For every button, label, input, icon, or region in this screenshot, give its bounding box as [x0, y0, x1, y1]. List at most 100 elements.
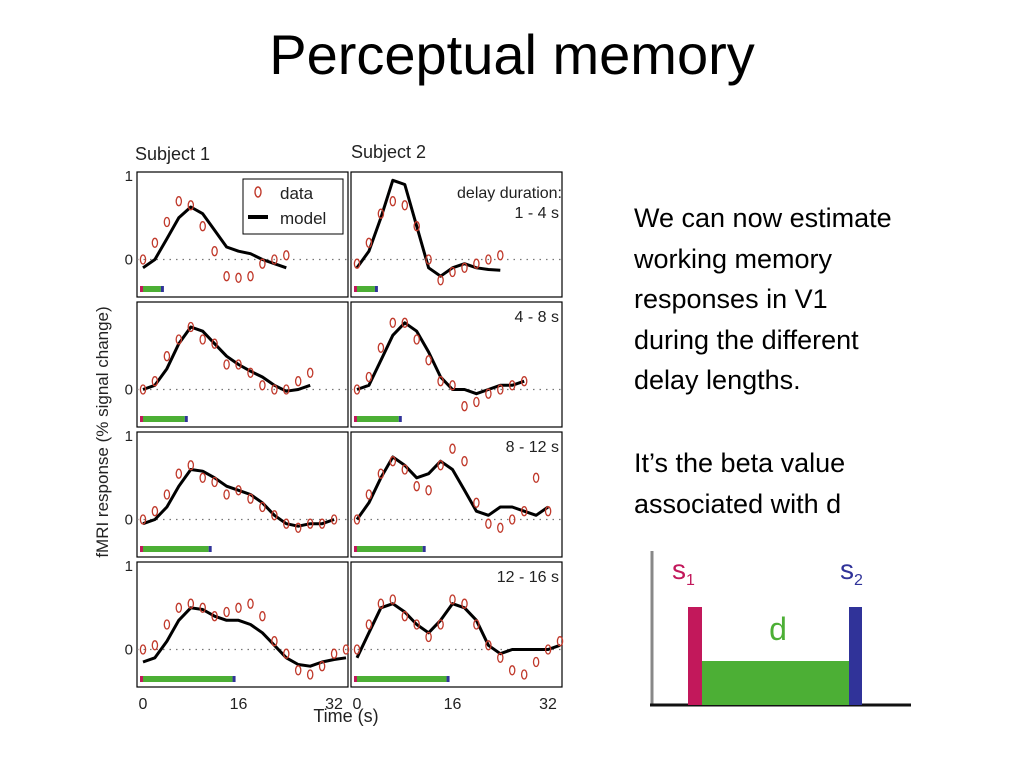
delay-label: 4 - 8 s	[515, 309, 559, 326]
panel-frame	[350, 301, 563, 428]
data-point	[389, 317, 397, 328]
stim2-marker	[184, 416, 188, 422]
data-point	[544, 506, 552, 517]
data-point	[211, 476, 218, 488]
data-point	[163, 619, 171, 630]
stim2-marker	[208, 546, 212, 552]
data-point	[294, 522, 302, 533]
data-point	[271, 254, 278, 265]
delay-marker	[143, 546, 209, 552]
data-point	[235, 272, 242, 283]
s2-subscript: 2	[854, 572, 863, 589]
data-point	[377, 208, 385, 219]
stim1-marker	[140, 546, 143, 552]
data-point	[199, 602, 206, 613]
stim2-marker	[398, 416, 402, 422]
data-point	[247, 598, 254, 609]
y-tick-label: 0	[125, 642, 133, 659]
stim2-marker	[422, 546, 426, 552]
data-point	[377, 598, 385, 609]
data-point	[485, 388, 492, 399]
model-line	[355, 455, 549, 521]
body-paragraph-2: It’s the beta value associated with d	[634, 448, 846, 519]
data-point	[461, 262, 468, 273]
data-point	[211, 338, 218, 349]
model-line	[142, 468, 335, 528]
data-point	[342, 644, 350, 655]
data-point	[413, 481, 420, 492]
data-point	[199, 472, 206, 483]
data-point	[353, 258, 361, 269]
data-point	[271, 510, 278, 521]
delay-bar	[702, 661, 849, 705]
data-point	[425, 355, 432, 366]
panel-frame	[350, 561, 563, 688]
data-point	[389, 196, 397, 207]
x-tick-label: 0	[353, 696, 362, 713]
data-point	[271, 384, 278, 395]
data-point	[187, 460, 195, 471]
panel-r4-s2: 12 - 16 s 0 16 32	[350, 561, 564, 713]
stim2-marker	[160, 286, 164, 292]
data-point	[247, 493, 254, 504]
data-point	[151, 640, 159, 651]
data-point	[306, 367, 314, 378]
panel-r3-s1: 01	[125, 428, 349, 558]
data-point	[235, 485, 242, 496]
data-point	[163, 216, 171, 228]
data-point	[520, 669, 528, 680]
x-tick-label: 0	[139, 696, 148, 713]
data-point	[556, 636, 564, 647]
s2-label: s2	[840, 554, 863, 589]
data-point	[365, 371, 373, 383]
data-point	[283, 384, 290, 395]
data-point	[318, 518, 326, 529]
data-point	[497, 652, 504, 663]
model-line	[355, 602, 561, 659]
data-point	[306, 518, 314, 529]
legend-data-marker	[254, 186, 262, 198]
data-point	[520, 506, 528, 517]
data-point	[353, 514, 361, 525]
stim2-marker	[374, 286, 378, 292]
data-point	[425, 254, 432, 265]
legend: data model	[242, 178, 344, 235]
data-point	[365, 237, 373, 248]
stim1-marker	[140, 286, 143, 292]
data-point	[437, 275, 444, 286]
data-point	[151, 237, 159, 248]
delay-label: 12 - 16 s	[497, 569, 559, 586]
data-point	[259, 501, 266, 513]
stim1-marker	[354, 676, 357, 682]
data-point	[139, 514, 147, 525]
data-point	[306, 669, 314, 680]
s1-bar	[688, 607, 702, 705]
data-point	[151, 376, 159, 387]
data-point	[294, 665, 302, 676]
data-point	[175, 602, 183, 613]
delay-marker	[143, 676, 233, 682]
body-paragraph-1: We can now estimate working memory respo…	[634, 203, 892, 395]
data-point	[401, 317, 409, 328]
data-point	[187, 200, 195, 211]
data-point	[401, 200, 409, 211]
data-point	[223, 271, 230, 282]
x-tick-label: 16	[444, 696, 462, 713]
x-axis-label: Time (s)	[313, 706, 378, 726]
x-tick-label: 32	[539, 696, 557, 713]
data-point	[223, 606, 230, 618]
data-point	[449, 594, 456, 605]
data-point	[377, 342, 385, 353]
delay-marker	[357, 676, 447, 682]
data-point	[211, 246, 218, 257]
d-label: d	[769, 611, 787, 647]
s1-label: s1	[672, 554, 695, 589]
data-point	[187, 321, 195, 333]
subject-label-2: Subject 2	[351, 142, 426, 162]
y-tick-label: 0	[125, 382, 133, 399]
data-point	[449, 380, 456, 391]
data-point	[389, 456, 397, 467]
